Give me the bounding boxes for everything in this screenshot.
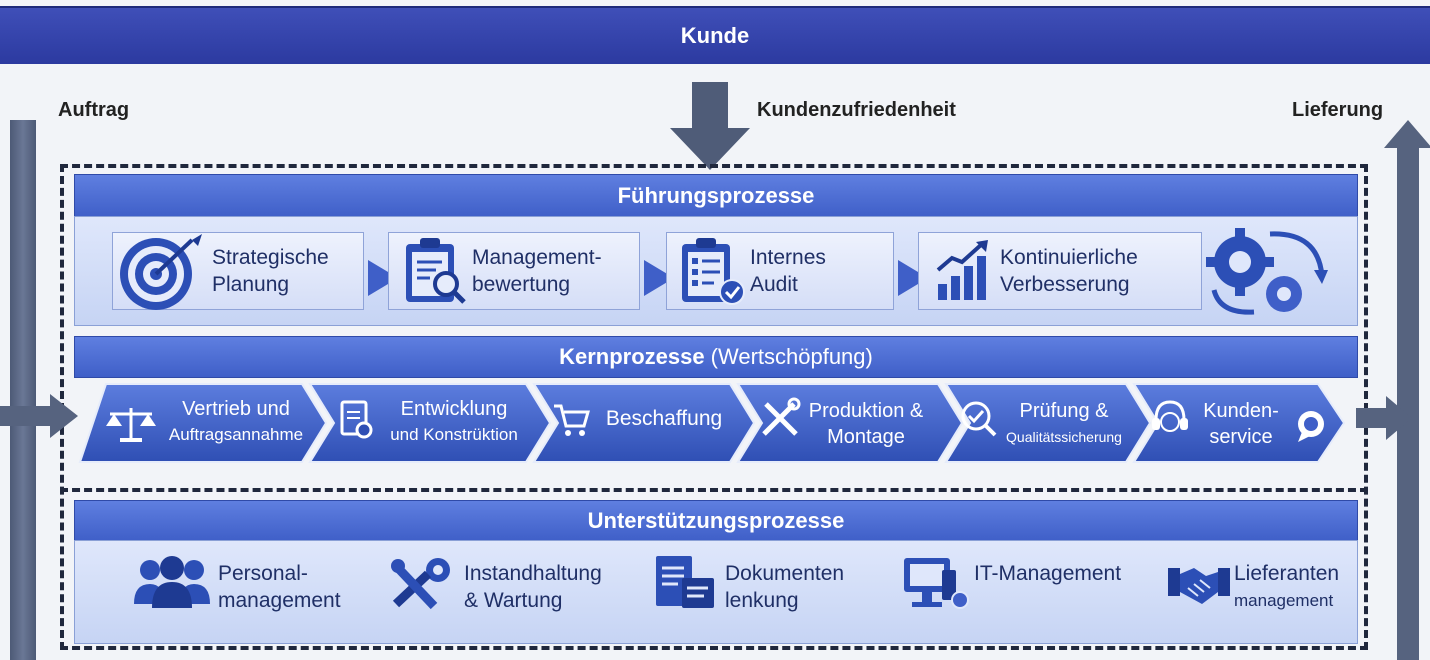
growth-chart-icon: [936, 240, 988, 300]
core-processes-subtitle: (Wertschöpfung): [710, 344, 873, 369]
core-step-sales-shape: [78, 383, 328, 463]
flow-arrow-icon: [898, 260, 928, 296]
core-step-inspection: Prüfung & Qualitätssicherung: [1006, 400, 1122, 445]
management-item-label: Kontinuierliche Verbesserung: [1000, 246, 1138, 296]
support-item-personnel: Personal- management: [218, 562, 341, 612]
core-process-chain: [78, 383, 1346, 463]
management-processes-title: Führungsprozesse: [617, 183, 815, 208]
core-processes-header: Kernprozesse (Wertschöpfung): [74, 336, 1358, 378]
satisfaction-label: Kundenzufriedenheit: [757, 99, 956, 121]
management-item-label: Internes Audit: [750, 246, 826, 296]
wrench-gear-icon: [391, 558, 450, 610]
customer-header: Kunde: [0, 6, 1430, 64]
document-gear-icon: [340, 400, 373, 439]
speech-bubble-icon: [1298, 411, 1324, 442]
core-support-divider: [60, 488, 1368, 492]
support-item-maintenance: Instandhaltung & Wartung: [464, 562, 602, 612]
flow-arrow-icon: [368, 260, 398, 296]
gears-cycle-icon: [1206, 228, 1328, 315]
tools-icon: [762, 397, 801, 436]
core-step-production-shape: [736, 383, 964, 463]
core-step-inspection-shape: [944, 383, 1152, 463]
delivery-up-arrow: [1384, 120, 1430, 660]
output-arrow: [1356, 396, 1412, 440]
support-processes-panel: [74, 540, 1358, 644]
order-label: Auftrag: [58, 99, 130, 121]
core-step-procurement-shape: [532, 383, 756, 463]
computer-icon: [904, 558, 969, 609]
support-item-suppliers: Lieferanten management: [1234, 562, 1340, 610]
support-processes-header: Unterstützungsprozesse: [74, 500, 1358, 542]
input-arrow: [0, 394, 78, 438]
support-item-documents: Dokumenten lenkung: [725, 562, 845, 612]
scales-icon: [106, 408, 156, 442]
management-processes-header: Führungsprozesse: [74, 174, 1358, 218]
clipboard-search-icon: [406, 238, 466, 304]
inspection-icon: [961, 401, 997, 437]
management-item-label: Management- bewertung: [472, 246, 602, 296]
people-icon: [134, 556, 210, 608]
management-item-label: Strategische Planung: [212, 246, 329, 296]
order-flow-bar: [10, 120, 36, 660]
delivery-label: Lieferung: [1292, 99, 1384, 121]
flow-arrow-icon: [644, 260, 674, 296]
support-item-it: IT-Management: [974, 562, 1122, 585]
core-step-development-shape: [308, 383, 552, 463]
checklist-icon: [682, 238, 745, 305]
target-icon: [120, 234, 202, 310]
headset-icon: [1152, 400, 1188, 432]
support-processes-title: Unterstützungsprozesse: [587, 508, 845, 533]
core-step-sales: Vertrieb und Auftragsannahme: [168, 398, 304, 444]
handshake-icon: [1168, 568, 1230, 604]
core-step-production: Produktion & Montage: [808, 400, 924, 448]
core-step-service: Kunden- service: [1203, 400, 1279, 448]
satisfaction-down-arrow: [670, 82, 750, 170]
core-processes-title: Kernprozesse: [559, 344, 705, 369]
core-step-development: Entwicklung und Konstrüktion: [390, 398, 518, 444]
customer-title: Kunde: [680, 23, 750, 48]
cart-icon: [554, 404, 590, 436]
documents-icon: [656, 556, 714, 608]
core-step-procurement: Beschaffung: [605, 407, 723, 430]
